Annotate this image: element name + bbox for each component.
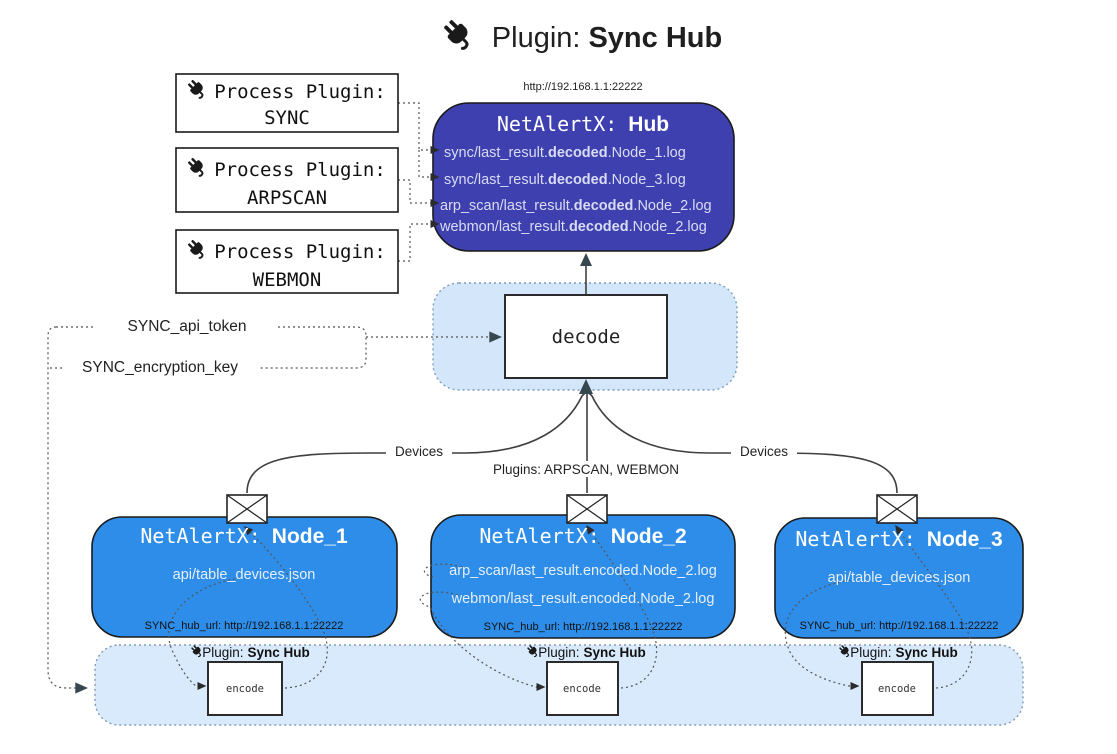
node-hub-url: SYNC_hub_url: http://192.168.1.1:22222 [484, 621, 683, 633]
band-plugin-name: Sync Hub [248, 645, 310, 660]
title-prefix: Plugin: [492, 22, 581, 54]
plug-icon [439, 15, 477, 53]
encode-step-3: Plugin: Sync Hub encode [837, 643, 958, 716]
hub-file: webmon/last_result.decoded.Node_2.log [439, 219, 707, 235]
hub-title-name: Hub [628, 113, 669, 136]
node1-content: NetAlertX:Node_1 api/table_devices.json … [140, 524, 348, 632]
process-plugin-arpscan: Process Plugin: ARPSCAN [175, 147, 399, 213]
sync-encryption-key-label: SYNC_encryption_key [82, 359, 238, 376]
node3-content: NetAlertX:Node_3 api/table_devices.json … [795, 527, 1002, 632]
secrets-labels: SYNC_api_token SYNC_encryption_key [62, 317, 278, 376]
band-plugin-name: Sync Hub [896, 645, 958, 660]
hub-file: sync/last_result.decoded.Node_3.log [444, 172, 686, 188]
title-name: Sync Hub [588, 22, 722, 54]
envelope-icon [876, 494, 918, 524]
envelope-icon [566, 494, 608, 524]
band-plugin-prefix: Plugin: [850, 645, 891, 660]
process-plugin-name: ARPSCAN [247, 187, 327, 209]
decode-step: decode [504, 294, 668, 379]
encode-label: encode [226, 683, 264, 695]
node-title-name: Node_3 [927, 528, 1003, 551]
svg-text:Plugin:Sync Hub: Plugin:Sync Hub [492, 22, 722, 54]
node-file: api/table_devices.json [173, 567, 316, 583]
process-plugin-webmon: Process Plugin: WEBMON [175, 229, 399, 294]
plugin-to-hub-connectors [398, 102, 440, 262]
svg-text:NetAlertX:Node_1: NetAlertX: Node_1 [140, 524, 348, 548]
process-plugin-label: Process Plugin: [214, 241, 386, 263]
band-plugin-prefix: Plugin: [202, 645, 243, 660]
node-hub-url: SYNC_hub_url: http://192.168.1.1:22222 [800, 620, 999, 632]
encode-step-2: Plugin: Sync Hub encode [525, 643, 646, 716]
page-title: Plugin:Sync Hub [439, 15, 722, 54]
node-hub-url: SYNC_hub_url: http://192.168.1.1:22222 [145, 620, 344, 632]
hub-file: sync/last_result.decoded.Node_1.log [444, 145, 686, 161]
encode-step-1: Plugin: Sync Hub encode [189, 643, 310, 716]
envelope-icon [226, 494, 268, 524]
devices-left-label: Devices [395, 444, 443, 459]
node-file: webmon/last_result.encoded.Node_2.log [451, 591, 715, 607]
process-plugin-name: SYNC [264, 107, 310, 129]
process-plugin-sync: Process Plugin: SYNC [175, 73, 399, 133]
svg-text:Plugin:Sync Hub: Plugin: Sync Hub [202, 645, 310, 660]
node-file: api/table_devices.json [828, 570, 971, 586]
svg-text:Plugin:Sync Hub: Plugin: Sync Hub [850, 645, 958, 660]
band-plugin-name: Sync Hub [584, 645, 646, 660]
decode-label: decode [552, 326, 621, 348]
node-title-name: Node_2 [611, 525, 687, 548]
device-edges [246, 253, 898, 494]
encode-loops [168, 524, 973, 691]
encode-label: encode [563, 683, 601, 695]
node-title-prefix: NetAlertX: [795, 527, 915, 551]
node-file: arp_scan/last_result.encoded.Node_2.log [449, 563, 717, 579]
edge-labels: Devices Devices Plugins: ARPSCAN, WEBMON [386, 443, 797, 477]
plugins-edge-label: Plugins: ARPSCAN, WEBMON [493, 462, 679, 477]
hub-url: http://192.168.1.1:22222 [523, 81, 642, 93]
band-plugin-prefix: Plugin: [538, 645, 579, 660]
process-plugin-label: Process Plugin: [214, 159, 386, 181]
svg-text:NetAlertX:Node_3: NetAlertX: Node_3 [795, 527, 1002, 551]
hub-title-prefix: NetAlertX: [497, 112, 617, 136]
process-plugin-name: WEBMON [253, 269, 322, 291]
process-plugin-label: Process Plugin: [214, 81, 386, 103]
node-title-prefix: NetAlertX: [479, 524, 599, 548]
svg-text:Plugin:Sync Hub: Plugin: Sync Hub [538, 645, 646, 660]
hub-file-list: sync/last_result.decoded.Node_1.log sync… [439, 145, 712, 235]
node2-content: NetAlertX: Node_2 arp_scan/last_result.en… [449, 524, 717, 633]
hub-file: arp_scan/last_result.decoded.Node_2.log [440, 198, 712, 214]
hub-title: NetAlertX: Hub [497, 112, 669, 136]
node-title-name: Node_1 [272, 525, 348, 548]
sync-api-token-label: SYNC_api_token [128, 318, 247, 335]
encode-label: encode [878, 683, 916, 695]
secrets-connectors [47, 326, 502, 694]
node-title-prefix: NetAlertX: [140, 524, 260, 548]
svg-text:NetAlertX:Node_2: NetAlertX: Node_2 [479, 524, 686, 548]
devices-right-label: Devices [740, 444, 788, 459]
